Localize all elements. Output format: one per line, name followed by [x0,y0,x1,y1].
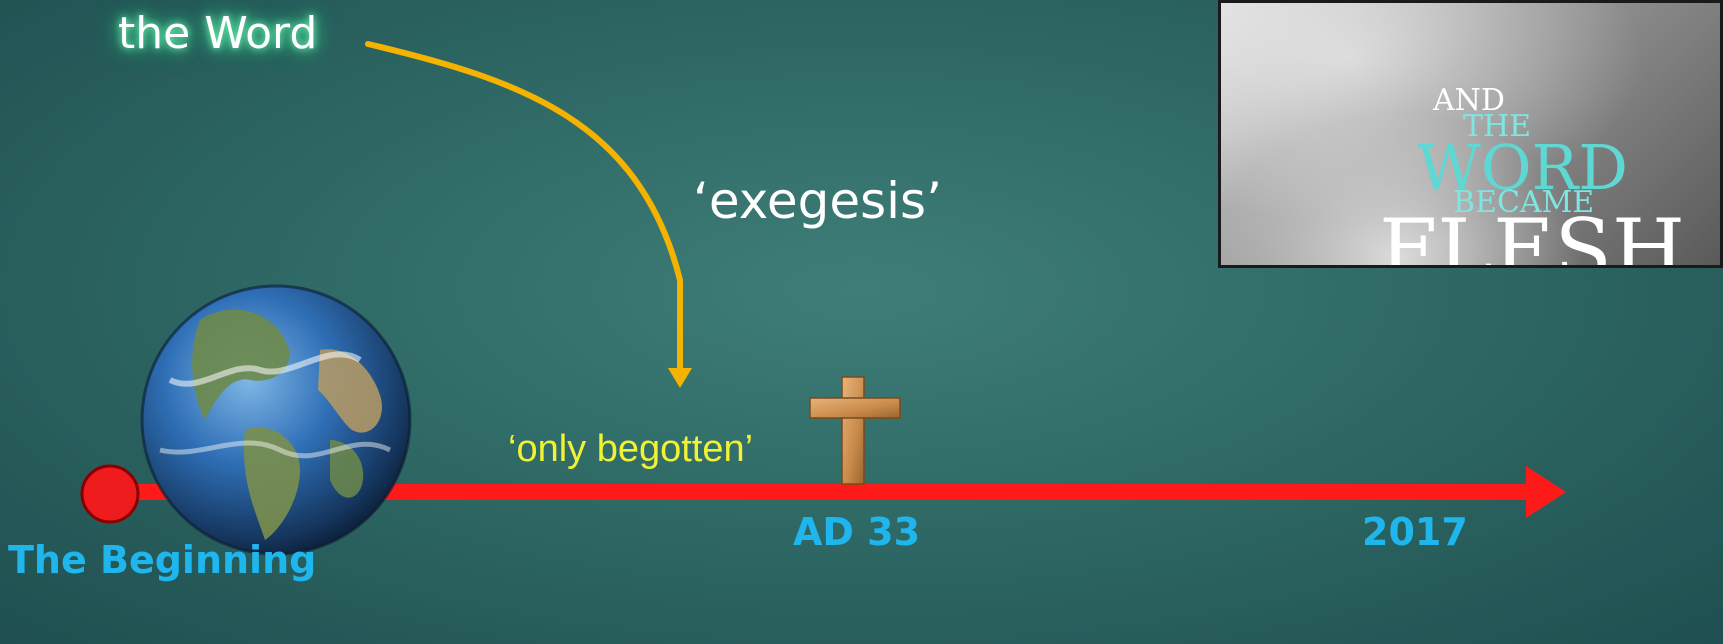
only-begotten-label: ‘only begotten’ [508,428,754,470]
year-2017-label: 2017 [1362,510,1468,554]
poster-line-became: BECAME [1453,185,1595,220]
timeline-arrow [110,466,1566,518]
exegesis-label: ‘exegesis’ [693,172,942,230]
poster-photo-shading [1221,3,1720,265]
curved-arrow-icon [365,41,692,388]
timeline-start-marker [80,464,140,524]
poster-line-the: THE [1463,109,1532,144]
wooden-cross-icon [809,376,901,485]
word-became-flesh-poster: AND THE WORD BECAME FLESH [1218,0,1723,268]
the-word-label: the Word [118,8,318,59]
earth-globe-icon [140,284,412,556]
the-beginning-label: The Beginning [8,538,317,582]
poster-line-word: WORD [1417,131,1628,204]
poster-line-flesh: FLESH [1379,201,1686,268]
ad33-label: AD 33 [793,510,921,554]
poster-line-and: AND [1433,83,1505,118]
